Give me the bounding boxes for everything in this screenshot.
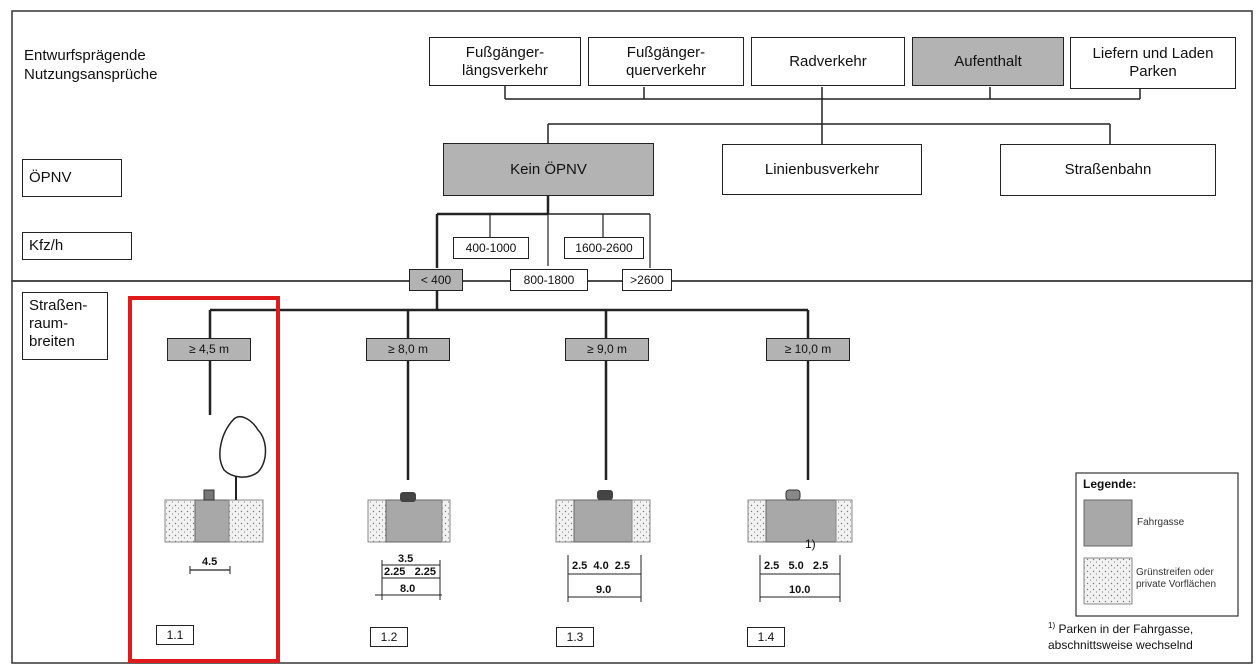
dim-1-3-top: 2.5 4.0 2.5: [572, 560, 631, 572]
usage-label: Fußgänger- querverkehr: [625, 43, 707, 79]
kfz-label: < 400: [420, 272, 452, 287]
label-width: Straßen- raum- breiten: [22, 292, 108, 360]
footnote-ref: 1): [805, 537, 816, 551]
oepnv-box-linienbus[interactable]: Linienbusverkehr: [722, 144, 922, 195]
cross-section-1-4: [747, 489, 853, 602]
width-label: ≥ 9,0 m: [587, 342, 627, 357]
usage-box-fussgaenger-laengs[interactable]: Fußgänger- längsverkehr: [429, 37, 581, 86]
oepnv-label: Linienbusverkehr: [764, 160, 880, 178]
cross-section-1-2: [367, 492, 451, 600]
cross-section-1-1: [164, 416, 267, 574]
usage-label: Aufenthalt: [954, 52, 1022, 70]
usage-box-fussgaenger-quer[interactable]: Fußgänger- querverkehr: [588, 37, 744, 86]
legend-item-gruenstreifen: Grünstreifen oder private Vorflächen: [1136, 567, 1217, 590]
label-width-text: Straßen- raum- breiten: [29, 297, 88, 350]
oepnv-label: Kein ÖPNV: [510, 160, 587, 178]
width-box-4-5[interactable]: ≥ 4,5 m: [167, 338, 251, 361]
kfz-box-800-1800[interactable]: 800-1800: [510, 269, 588, 291]
kfz-box-400-1000[interactable]: 400-1000: [453, 237, 529, 259]
width-label: ≥ 8,0 m: [388, 342, 428, 357]
section-code-1-1[interactable]: 1.1: [156, 625, 194, 645]
dim-1-4-total: 10.0: [789, 584, 811, 596]
footnote: 1) Parken in der Fahrgasse, abschnittswe…: [1048, 621, 1193, 653]
kfz-label: 400-1000: [465, 240, 517, 255]
kfz-box-gt2600[interactable]: >2600: [622, 269, 672, 291]
oepnv-label: Straßenbahn: [1064, 161, 1152, 178]
footnote-mark: 1): [1048, 621, 1056, 630]
oepnv-box-kein[interactable]: Kein ÖPNV: [443, 143, 654, 196]
dim-1-2-top: 3.5: [398, 553, 414, 565]
kfz-box-lt400[interactable]: < 400: [409, 269, 463, 291]
dim-1-3-total: 9.0: [596, 584, 612, 596]
footnote-text: Parken in der Fahrgasse, abschnittsweise…: [1048, 622, 1194, 652]
section-code-1-2[interactable]: 1.2: [370, 627, 408, 647]
usage-label: Liefern und Laden Parken: [1092, 45, 1214, 80]
width-box-8-0[interactable]: ≥ 8,0 m: [366, 338, 450, 361]
oepnv-box-strassenbahn[interactable]: Straßenbahn: [1000, 144, 1216, 196]
usage-label: Fußgänger- längsverkehr: [462, 43, 548, 79]
kfz-label: >2600: [630, 272, 664, 287]
legend-title: Legende:: [1083, 477, 1137, 491]
section-code-1-3[interactable]: 1.3: [556, 627, 594, 647]
kfz-label: 1600-2600: [575, 240, 633, 255]
label-oepnv: ÖPNV: [22, 159, 122, 197]
dim-1-1-top: 4.5: [202, 556, 218, 568]
dim-1-2-mid: 2.25 2.25: [384, 566, 436, 578]
usage-box-aufenthalt[interactable]: Aufenthalt: [912, 37, 1064, 86]
width-box-10-0[interactable]: ≥ 10,0 m: [766, 338, 850, 361]
cross-section-1-3: [555, 490, 651, 602]
dim-1-2-total: 8.0: [400, 583, 416, 595]
width-box-9-0[interactable]: ≥ 9,0 m: [565, 338, 649, 361]
kfz-box-1600-2600[interactable]: 1600-2600: [564, 237, 644, 259]
label-kfz-text: Kfz/h: [29, 237, 64, 254]
legend-item-fahrgasse: Fahrgasse: [1137, 517, 1185, 528]
usage-box-radverkehr[interactable]: Radverkehr: [751, 37, 905, 86]
label-kfz: Kfz/h: [22, 232, 132, 260]
usage-label: Radverkehr: [789, 52, 867, 70]
label-usage: Entwurfsprägende Nutzungsansprüche: [24, 47, 158, 83]
width-label: ≥ 4,5 m: [189, 342, 229, 357]
dim-1-4-top: 2.5 5.0 2.5: [764, 560, 829, 572]
kfz-label: 800-1800: [523, 272, 575, 287]
section-code-1-4[interactable]: 1.4: [747, 627, 785, 647]
label-oepnv-text: ÖPNV: [29, 169, 72, 186]
usage-box-liefern[interactable]: Liefern und Laden Parken: [1070, 37, 1236, 89]
width-label: ≥ 10,0 m: [784, 342, 832, 357]
